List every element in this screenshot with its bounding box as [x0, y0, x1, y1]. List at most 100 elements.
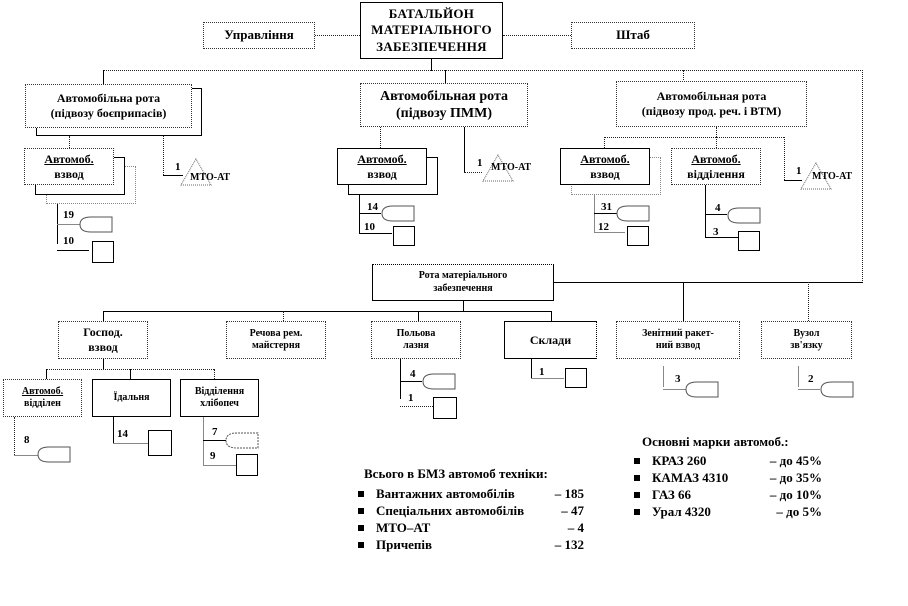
headquarters-label: Штаб	[616, 27, 650, 43]
company-3-line-2: (підвозу прод. реч. і ВТМ)	[641, 104, 782, 118]
company-1-line-2: (підвозу боєприпасів)	[50, 106, 167, 120]
connector	[57, 224, 81, 225]
truck-icon	[225, 432, 259, 449]
repair-line-2: майстерня	[251, 340, 301, 351]
trailer-count: 10	[364, 221, 375, 233]
platoon-line-1: Автомоб.	[357, 151, 407, 166]
totals-item: Вантажних автомобілів – 185	[356, 485, 584, 502]
connector	[283, 311, 284, 321]
connector	[463, 301, 464, 311]
connector	[663, 366, 664, 387]
brands-title: Основні марки автомоб.:	[642, 434, 789, 449]
trailer-count: 1	[539, 366, 545, 378]
mto-at-icon	[482, 154, 514, 182]
connector	[103, 359, 104, 369]
household-platoon-box: Господ. взвод	[58, 321, 148, 359]
connector	[531, 359, 532, 378]
battalion-title-line-1: БАТАЛЬЙОН	[388, 6, 475, 22]
totals-item: Причепів – 132	[356, 536, 584, 553]
repair-shop-box: Речова рем. майстерня	[226, 321, 326, 359]
company-2-platoon-box: Автомоб. взвод	[337, 148, 427, 185]
trailer-count: 3	[713, 226, 719, 238]
truck-count: 4	[715, 202, 721, 214]
bullet-icon	[358, 507, 364, 514]
connector	[798, 389, 820, 390]
company-2-line-2: (підвозу ПММ)	[396, 106, 492, 121]
field-bath-line-2: лазня	[403, 340, 429, 351]
company-3-line-1: Автомобільная рота	[656, 89, 767, 103]
totals-item-label: Причепів	[376, 536, 433, 552]
brands-legend: Основні марки автомоб.: КРАЗ 260 – до 45…	[632, 434, 822, 520]
platoon-line-1: Автомоб.	[44, 151, 94, 166]
connector	[380, 127, 381, 148]
trailer-icon	[236, 454, 258, 476]
brands-item-value: – до 45%	[769, 452, 822, 468]
truck-icon	[616, 205, 650, 222]
section-line-1: Автомоб.	[691, 151, 741, 166]
truck-count: 8	[24, 434, 30, 446]
truck-count: 14	[367, 201, 378, 213]
brands-item: КАМАЗ 4310 – до 35%	[632, 469, 822, 486]
totals-item-value: – 185	[554, 485, 584, 501]
connector	[663, 389, 686, 390]
truck-icon	[727, 207, 761, 224]
company-1-line-1: Автомобільна рота	[56, 91, 161, 105]
connector	[554, 282, 863, 283]
connector	[113, 443, 148, 444]
platoon-line-2: взвод	[590, 166, 620, 181]
connector	[551, 311, 552, 321]
trailer-icon	[565, 368, 587, 388]
warehouses-box: Склади	[504, 321, 597, 359]
connector	[103, 311, 104, 321]
connector	[594, 213, 617, 214]
supply-company-line-2: забезпечення	[433, 282, 493, 294]
connector	[359, 213, 381, 214]
aa-missile-line-1: Зенітний ракет-	[642, 327, 714, 339]
company-2-box: Автомобільная рота (підвозу ПММ)	[360, 83, 528, 127]
connector	[464, 172, 482, 173]
connector	[683, 282, 684, 321]
connector	[784, 180, 802, 181]
trailer-icon	[738, 231, 760, 251]
connector	[705, 185, 706, 237]
totals-item-value: – 4	[567, 519, 584, 535]
mto-count: 1	[796, 165, 802, 177]
brands-item-label: КРАЗ 260	[652, 452, 707, 468]
connector	[46, 369, 47, 379]
bullet-icon	[358, 541, 364, 548]
platoon-line-2: взвод	[54, 166, 84, 181]
comms-line-1: Вузол	[793, 327, 820, 339]
trailer-count: 1	[408, 392, 414, 404]
platoon-line-1: Автомоб.	[580, 151, 630, 166]
connector	[431, 59, 432, 71]
bullet-icon	[358, 490, 364, 497]
comms-node-box: Вузол зв'язку	[761, 321, 852, 359]
connector	[203, 417, 204, 465]
mto-at-icon	[180, 158, 212, 186]
brands-item-label: ГАЗ 66	[652, 486, 692, 502]
mto-count: 1	[175, 161, 181, 173]
connector	[418, 311, 419, 321]
connector	[103, 311, 552, 312]
truck-count: 19	[63, 209, 74, 221]
mto-label: МТО-АТ	[190, 172, 231, 183]
connector	[716, 127, 717, 137]
truck-count: 2	[808, 373, 814, 385]
field-bath-line-1: Польова	[396, 327, 436, 339]
company-1-platoon-box: Автомоб. взвод	[24, 148, 114, 185]
connector	[163, 136, 164, 175]
battalion-box: БАТАЛЬЙОН МАТЕРІАЛЬНОГО ЗАБЕЗПЕЧЕННЯ	[360, 2, 503, 59]
bullet-icon	[634, 474, 640, 481]
trailer-icon	[627, 226, 649, 246]
brands-item: КРАЗ 260 – до 45%	[632, 452, 822, 469]
connector	[808, 282, 809, 321]
canteen-box: Їдальня	[92, 379, 171, 417]
truck-count: 4	[410, 368, 416, 380]
battalion-title-line-3: ЗАБЕЗПЕЧЕННЯ	[376, 38, 487, 54]
connector	[163, 175, 183, 176]
connector	[862, 70, 863, 283]
connector	[400, 359, 401, 399]
connector	[57, 250, 89, 251]
totals-item-label: МТО–АТ	[376, 519, 431, 535]
truck-count: 31	[601, 201, 612, 213]
